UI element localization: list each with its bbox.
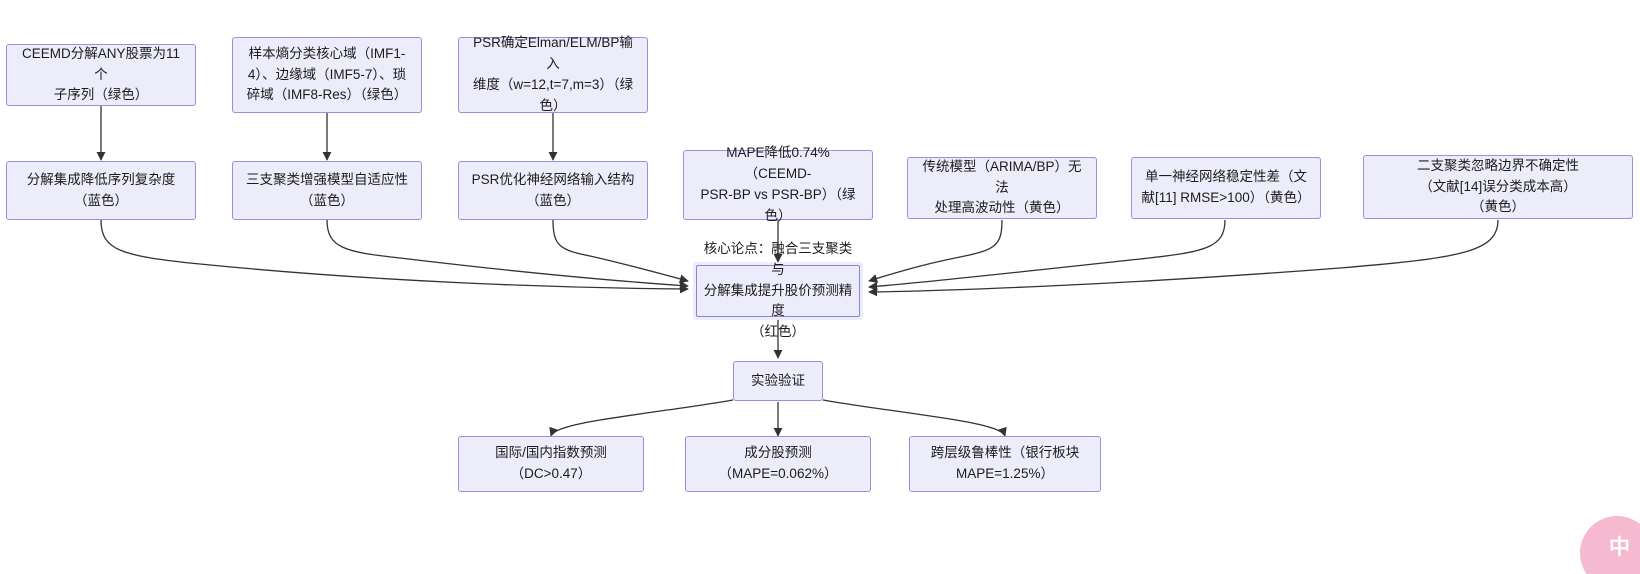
node-label: 实验验证 xyxy=(751,372,805,388)
node-psr-network-structure[interactable]: PSR优化神经网络输入结构 （蓝色） xyxy=(458,161,648,220)
node-label: 样本熵分类核心域（IMF1- 4）、边缘域（IMF5-7）、琐 碎域（IMF8-… xyxy=(246,45,408,103)
node-label: 国际/国内指数预测 （DC>0.47） xyxy=(495,445,607,481)
node-index-forecast[interactable]: 国际/国内指数预测 （DC>0.47） xyxy=(458,436,644,492)
node-label: 分解集成降低序列复杂度 （蓝色） xyxy=(26,171,176,208)
node-label: 成分股预测 （MAPE=0.062%） xyxy=(718,445,838,481)
node-label: 三支聚类增强模型自适应性 （蓝色） xyxy=(246,171,408,208)
edge-adaptive-to-core xyxy=(326,219,689,290)
node-sample-entropy[interactable]: 样本熵分类核心域（IMF1- 4）、边缘域（IMF5-7）、琐 碎域（IMF8-… xyxy=(232,37,422,113)
node-experiment-validation[interactable]: 实验验证 xyxy=(733,361,823,401)
node-cross-level-robustness[interactable]: 跨层级鲁棒性（银行板块 MAPE=1.25%） xyxy=(909,436,1101,492)
node-label: 二支聚类忽略边界不确定性 （文献[14]误分类成本高） （黄色） xyxy=(1417,157,1579,215)
edge-complexity-to-core xyxy=(100,219,689,294)
edge-singlenn-to-core xyxy=(868,219,1226,291)
node-label: PSR优化神经网络输入结构 （蓝色） xyxy=(471,171,635,208)
node-label: 核心论点：融合三支聚类与 分解集成提升股价预测精度 （红色） xyxy=(703,240,853,340)
node-label: 单一神经网络稳定性差（文 献[11] RMSE>100）（黄色） xyxy=(1141,169,1311,205)
edge-traditional-to-core xyxy=(868,219,1003,283)
node-three-way-adaptive[interactable]: 三支聚类增强模型自适应性 （蓝色） xyxy=(232,161,422,220)
core-inner-frame: 核心论点：融合三支聚类与 分解集成提升股价预测精度 （红色） xyxy=(696,241,860,339)
edge-twoway-to-core xyxy=(868,219,1499,297)
node-label: PSR确定Elman/ELM/BP输入 维度（w=12,t=7,m=3）（绿 色… xyxy=(472,35,634,113)
node-single-network-instability[interactable]: 单一神经网络稳定性差（文 献[11] RMSE>100）（黄色） xyxy=(1131,157,1321,219)
node-core-claim[interactable]: 核心论点：融合三支聚类与 分解集成提升股价预测精度 （红色） xyxy=(693,241,863,339)
edge-validation-to-robust xyxy=(822,399,1007,437)
node-ceemd-decomposition[interactable]: CEEMD分解ANY股票为11个 子序列（绿色） xyxy=(6,44,196,106)
edge-structure-to-core xyxy=(552,219,689,284)
node-mape-reduction[interactable]: MAPE降低0.74%（CEEMD- PSR-BP vs PSR-BP）（绿 色… xyxy=(683,145,873,223)
node-label: MAPE降低0.74%（CEEMD- PSR-BP vs PSR-BP）（绿 色… xyxy=(700,145,856,223)
node-two-way-cluster-limit[interactable]: 二支聚类忽略边界不确定性 （文献[14]误分类成本高） （黄色） xyxy=(1363,155,1633,219)
watermark-text: 中 xyxy=(1609,535,1630,559)
node-component-stock-forecast[interactable]: 成分股预测 （MAPE=0.062%） xyxy=(685,436,871,492)
node-psr-input-dimension[interactable]: PSR确定Elman/ELM/BP输入 维度（w=12,t=7,m=3）（绿 色… xyxy=(458,35,648,113)
node-label: 跨层级鲁棒性（银行板块 MAPE=1.25%） xyxy=(930,445,1080,481)
node-label: CEEMD分解ANY股票为11个 子序列（绿色） xyxy=(21,45,181,103)
node-label: 传统模型（ARIMA/BP）无法 处理高波动性（黄色） xyxy=(922,158,1082,216)
edge-validation-to-index xyxy=(549,399,734,437)
node-traditional-model-limit[interactable]: 传统模型（ARIMA/BP）无法 处理高波动性（黄色） xyxy=(907,157,1097,219)
watermark-badge: 中 xyxy=(1580,516,1640,574)
node-decomposition-complexity[interactable]: 分解集成降低序列复杂度 （蓝色） xyxy=(6,161,196,220)
